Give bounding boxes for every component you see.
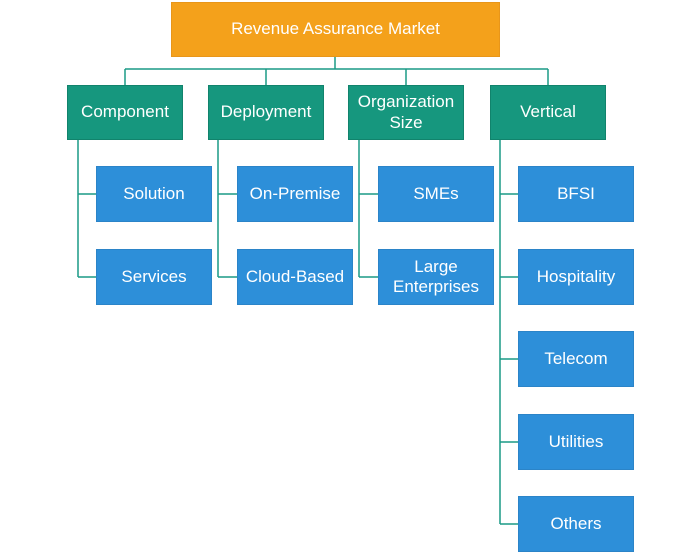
leaf-label: Services bbox=[121, 266, 187, 286]
root-node: Revenue Assurance Market bbox=[171, 2, 500, 57]
root-label: Revenue Assurance Market bbox=[231, 19, 440, 39]
leaf-services: Services bbox=[96, 249, 212, 305]
leaf-others: Others bbox=[518, 496, 634, 552]
leaf-label: Telecom bbox=[544, 348, 608, 368]
category-component: Component bbox=[67, 85, 183, 140]
leaf-hospitality: Hospitality bbox=[518, 249, 634, 305]
category-label: Component bbox=[81, 102, 169, 122]
leaf-label: Hospitality bbox=[536, 266, 616, 286]
leaf-label: Others bbox=[550, 513, 602, 533]
leaf-label: SMEs bbox=[413, 183, 459, 203]
category-label: Vertical bbox=[520, 102, 576, 122]
leaf-label: BFSI bbox=[557, 183, 595, 203]
leaf-large-enterprises: Large Enterprises bbox=[378, 249, 494, 305]
leaf-label: Solution bbox=[123, 183, 185, 203]
category-label: Deployment bbox=[220, 102, 312, 122]
category-label: Organization Size bbox=[357, 92, 455, 132]
leaf-label: On-Premise bbox=[249, 183, 341, 203]
leaf-cloud-based: Cloud-Based bbox=[237, 249, 353, 305]
leaf-label: Utilities bbox=[548, 431, 604, 451]
category-organization-size: Organization Size bbox=[348, 85, 464, 140]
leaf-label: Large Enterprises bbox=[393, 256, 479, 296]
leaf-solution: Solution bbox=[96, 166, 212, 222]
leaf-utilities: Utilities bbox=[518, 414, 634, 470]
leaf-label: Cloud-Based bbox=[245, 266, 345, 286]
leaf-on-premise: On-Premise bbox=[237, 166, 353, 222]
leaf-smes: SMEs bbox=[378, 166, 494, 222]
leaf-bfsi: BFSI bbox=[518, 166, 634, 222]
leaf-telecom: Telecom bbox=[518, 331, 634, 387]
category-deployment: Deployment bbox=[208, 85, 324, 140]
category-vertical: Vertical bbox=[490, 85, 606, 140]
